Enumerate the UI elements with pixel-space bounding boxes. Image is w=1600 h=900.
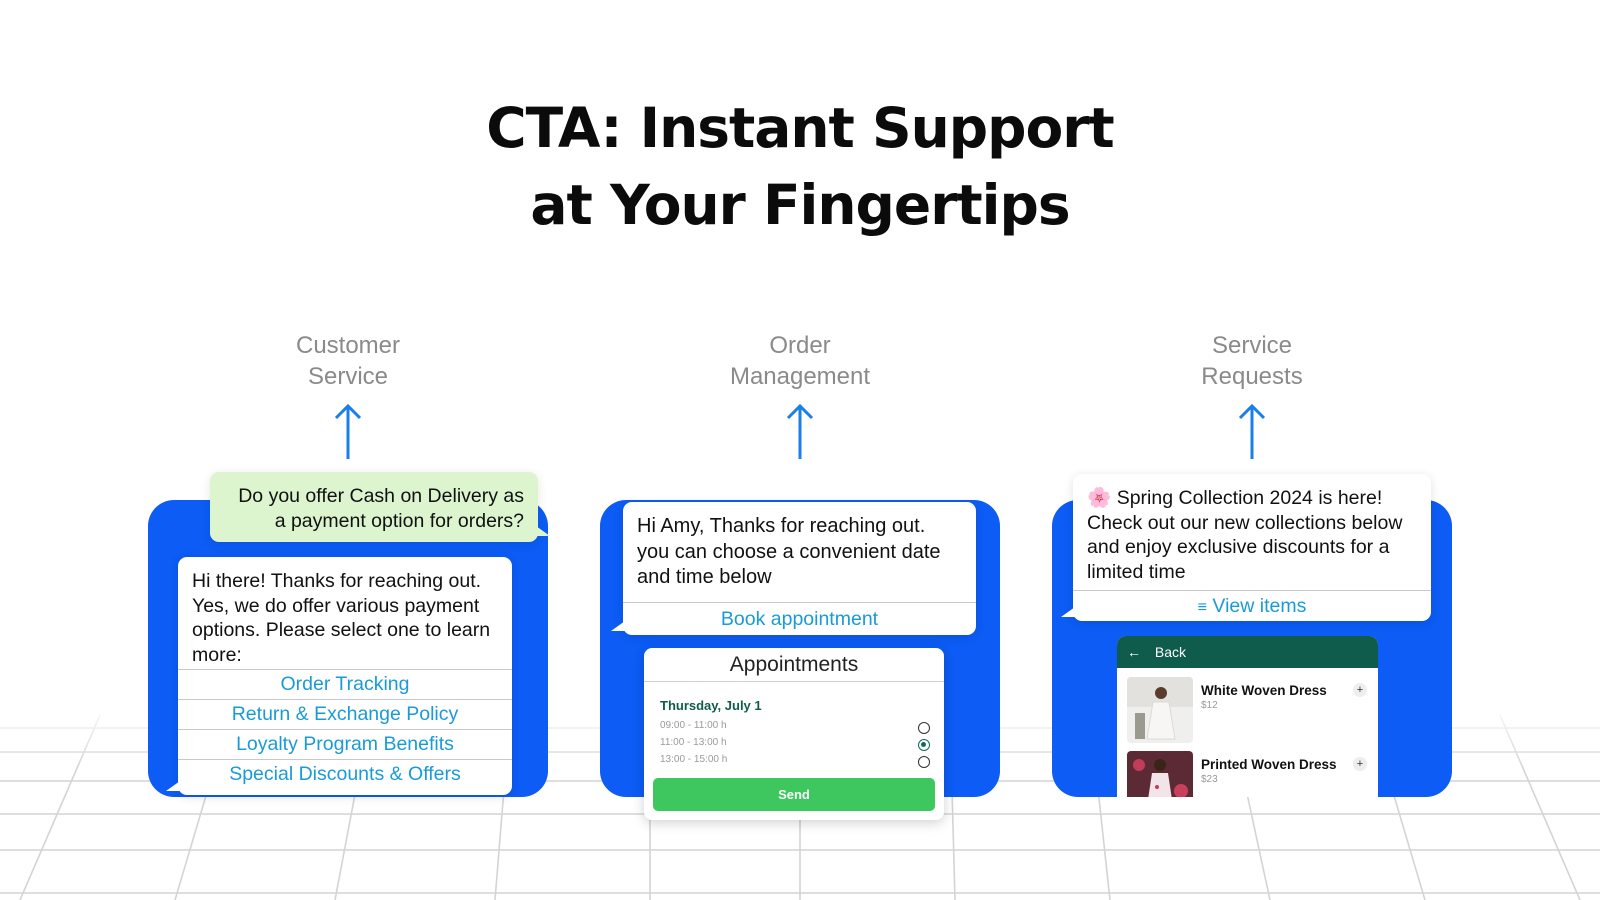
label-line: Requests (1201, 363, 1303, 390)
product-price: $23 (1201, 774, 1218, 785)
label-line: Order (769, 332, 831, 359)
time-slot-label: 11:00 - 13:00 h (660, 737, 727, 748)
catalog-item[interactable]: White Woven Dress $12 + (1127, 677, 1371, 743)
bot-message-text: Hi Amy, Thanks for reaching out. you can… (637, 515, 941, 588)
time-slot-label: 13:00 - 15:00 h (660, 754, 728, 765)
time-slot-label: 09:00 - 11:00 h (660, 720, 727, 731)
bot-message-text: Hi there! Thanks for reaching out. Yes, … (192, 570, 491, 666)
order-tracking-button[interactable]: Order Tracking (178, 669, 512, 699)
arrow-up-icon (786, 403, 814, 459)
back-label[interactable]: Back (1154, 644, 1187, 660)
headline-line-1: CTA: Instant Support (486, 96, 1114, 160)
radio-button[interactable] (918, 756, 930, 768)
radio-button[interactable] (918, 722, 930, 734)
arrow-up-icon (334, 403, 362, 459)
appointments-title: Appointments (644, 648, 944, 682)
loyalty-program-button[interactable]: Loyalty Program Benefits (178, 729, 512, 759)
view-items-button[interactable]: ≡ View items (1073, 590, 1431, 620)
add-item-icon[interactable]: + (1353, 757, 1367, 771)
book-appointment-button[interactable]: Book appointment (623, 602, 976, 635)
time-slot[interactable]: 11:00 - 13:00 h (660, 737, 930, 753)
label-customer-service: Customer Service (218, 330, 478, 392)
user-message-bubble: Do you offer Cash on Delivery as a payme… (210, 472, 550, 542)
bubble-tail (166, 781, 180, 791)
special-discounts-button[interactable]: Special Discounts & Offers (178, 759, 512, 789)
time-slot[interactable]: 13:00 - 15:00 h (660, 754, 930, 770)
label-line: Service (1211, 332, 1293, 359)
bot-message-bubble: 🌸 Spring Collection 2024 is here! Check … (1061, 474, 1431, 621)
bubble-tail (1061, 607, 1075, 617)
label-line: Customer (295, 332, 401, 359)
product-price: $12 (1201, 700, 1218, 711)
send-button[interactable]: Send (653, 778, 935, 811)
product-image (1127, 677, 1193, 743)
bot-message-text: 🌸 Spring Collection 2024 is here! Check … (1087, 487, 1403, 583)
label-line: Service (307, 363, 389, 390)
catalog-header: ← Back (1117, 636, 1378, 668)
view-items-label: View items (1212, 595, 1307, 617)
headline: CTA: Instant Support at Your Fingertips (0, 90, 1600, 244)
label-service-requests: Service Requests (1122, 330, 1382, 392)
label-line: Management (729, 363, 871, 390)
appointment-date: Thursday, July 1 (660, 698, 762, 713)
label-order-management: Order Management (670, 330, 930, 392)
radio-button-selected[interactable] (918, 739, 930, 751)
arrow-up-icon (1238, 403, 1266, 459)
time-slot[interactable]: 09:00 - 11:00 h (660, 720, 930, 736)
return-exchange-button[interactable]: Return & Exchange Policy (178, 699, 512, 729)
bubble-tail (536, 526, 550, 536)
add-item-icon[interactable]: + (1353, 683, 1367, 697)
product-image (1127, 751, 1193, 797)
product-name: Printed Woven Dress (1201, 757, 1337, 772)
catalog-item[interactable]: Printed Woven Dress $23 + (1127, 751, 1371, 797)
headline-line-2: at Your Fingertips (530, 173, 1070, 237)
bot-message-bubble: Hi Amy, Thanks for reaching out. you can… (611, 502, 976, 635)
user-message-text: Do you offer Cash on Delivery as a payme… (238, 485, 524, 532)
bot-message-bubble: Hi there! Thanks for reaching out. Yes, … (166, 557, 512, 795)
list-icon: ≡ (1197, 599, 1207, 616)
bubble-tail (611, 621, 625, 631)
back-arrow-icon[interactable]: ← (1127, 644, 1141, 660)
catalog-card: ← Back White Woven Dress $12 + (1117, 636, 1378, 797)
appointments-card: Appointments Thursday, July 1 09:00 - 11… (644, 648, 944, 820)
product-name: White Woven Dress (1201, 683, 1327, 698)
